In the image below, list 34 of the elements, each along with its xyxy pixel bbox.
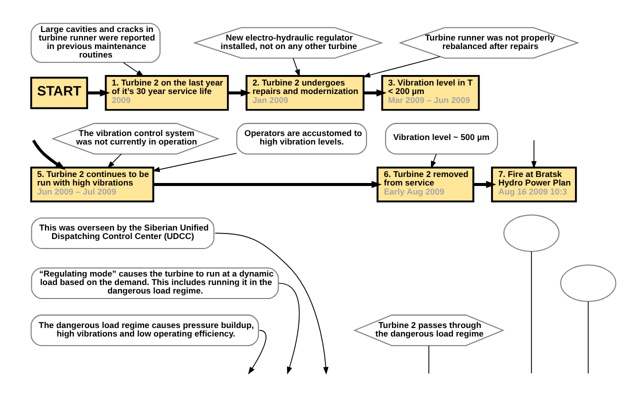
node-box: 1. Turbine 2 on the last year of it’s 30 year service life 2009: [104, 75, 229, 111]
node-box: This was overseen by the Siberian Unified Dispatching Control Center (UDCC): [31, 217, 214, 249]
arrow: [152, 152, 237, 172]
node-box: 5. Turbine 2 continues to be run with high vibrations Jun 2009 – Jul 2009: [30, 166, 154, 202]
arrow: [153, 180, 382, 188]
arrow: [362, 56, 440, 78]
arrow: [32, 140, 66, 170]
arrow: [531, 140, 537, 169]
arrow: [248, 330, 266, 375]
node-box: 7. Fire at Bratsk Hydro Power Plan Aug 16 2009 10:3: [491, 166, 577, 202]
node-ellipse: [503, 214, 560, 252]
node-box: 2. Turbine 2 undergoes repairs and modernization Jan 2009: [246, 75, 364, 111]
arrow: [364, 89, 387, 96]
arrow: [107, 154, 122, 168]
arrow: [228, 89, 251, 96]
node-box: Operators are accustomed to high vibration levels.: [236, 122, 368, 154]
connector: [531, 251, 532, 374]
node-box: The dangerous load regime causes pressure buildup, high vibrations and low operating efficiency.: [30, 314, 259, 346]
arrow: [292, 58, 300, 78]
connector: [428, 345, 430, 374]
connector: [588, 301, 589, 374]
arrow: [473, 180, 496, 188]
node-box: Large cavities and cracks in turbine runner were reported in previous maintenance routines: [30, 22, 161, 63]
node-box: START: [30, 76, 88, 110]
arrow: [122, 62, 144, 77]
arrow: [278, 282, 300, 374]
node-box: 6. Turbine 2 removed from service Early Aug 2009: [376, 166, 474, 202]
arrow: [430, 154, 437, 169]
node-ellipse: [560, 264, 616, 302]
node-box: 3. Vibration level in T < 200 µm Mar 2009 – Jun 2009: [381, 75, 480, 111]
node-box: Vibration level ~ 500 µm: [385, 122, 498, 154]
node-box: “Regulating mode” causes the turbine to run at a dynamic load based on the demand. This includes running it in the dangerous load regime.: [31, 268, 279, 300]
arrow: [87, 89, 110, 96]
arrow: [214, 232, 328, 375]
